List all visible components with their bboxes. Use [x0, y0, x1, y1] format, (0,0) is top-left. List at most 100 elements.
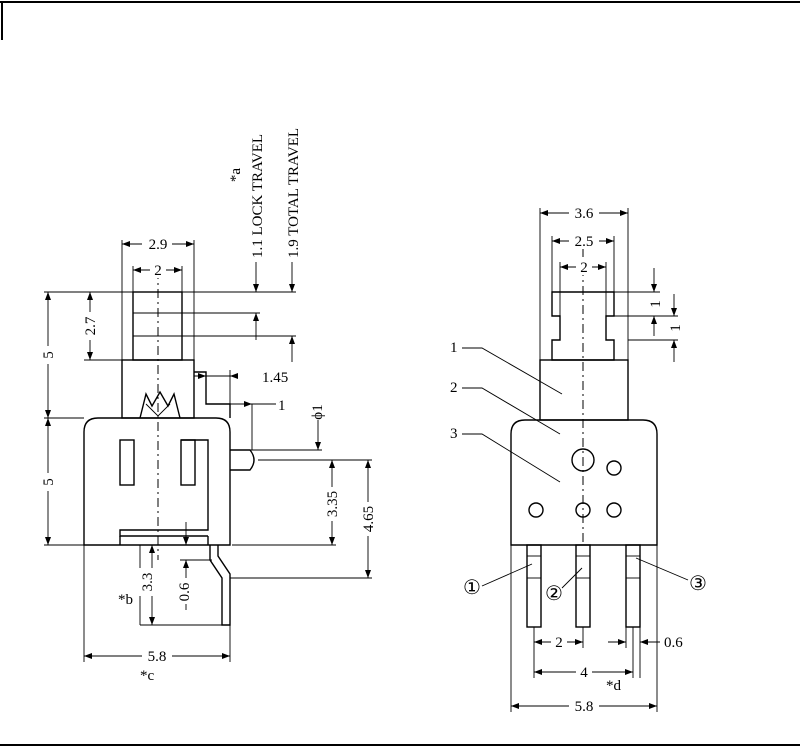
dim-text-bg	[551, 634, 567, 650]
leader-pin-1	[481, 563, 533, 587]
arrow	[651, 284, 657, 292]
arrow	[606, 238, 614, 244]
dim-text-bg	[360, 502, 376, 536]
dim-text-3-35: 3.35	[325, 491, 341, 517]
dim-text-1-45: 1.45	[262, 370, 288, 386]
right-hole-right-top	[606, 460, 622, 476]
note-a-mark: *a	[228, 168, 244, 183]
arrow	[198, 373, 206, 379]
right-pin-1	[526, 544, 542, 628]
leader-pin-2	[561, 567, 583, 589]
dim-text-2: 2	[154, 263, 162, 279]
arrow	[45, 418, 51, 426]
arrow	[183, 560, 189, 568]
right-hole-right	[606, 502, 622, 518]
dim-text-1a: 1	[648, 300, 664, 308]
dim-text-bg	[576, 259, 592, 275]
note-c-mark: *c	[140, 668, 155, 684]
arrow	[365, 570, 371, 578]
left-view: 2.9 2 2.7 5 5	[40, 128, 377, 684]
dim-text-5-top: 5	[41, 351, 57, 359]
arrow	[540, 210, 548, 216]
right-upper-housing	[539, 359, 629, 421]
right-pin-2	[575, 544, 591, 628]
dim-text-bg	[150, 262, 166, 278]
part-label-1: 1	[450, 340, 458, 356]
note-b-mark: *b	[118, 592, 133, 608]
dim-text-5-8-left: 5.8	[148, 649, 167, 665]
arrow	[174, 267, 182, 273]
dim-text-bg	[82, 312, 98, 340]
dim-text-4-65: 4.65	[361, 506, 377, 532]
left-main-body	[83, 417, 231, 546]
arrow	[560, 264, 568, 270]
arrow	[122, 241, 130, 247]
arrow	[329, 460, 335, 468]
arrow	[671, 340, 677, 348]
dim-text-pin-0-6: 0.6	[664, 635, 683, 651]
dim-text-0-6: 0.6	[177, 582, 193, 601]
arrow	[640, 639, 648, 645]
pin-label-1: ①	[463, 577, 481, 599]
left-bent-terminal	[209, 545, 231, 626]
right-main-body	[510, 419, 658, 546]
arrow	[133, 267, 141, 273]
left-side-pin	[230, 449, 255, 471]
arrow	[87, 352, 93, 360]
arrow	[651, 316, 657, 324]
dim-text-5-bot: 5	[41, 478, 57, 486]
dim-text-bg	[139, 568, 155, 596]
arrow	[253, 284, 259, 292]
dim-text-2-5: 2.5	[575, 234, 594, 250]
pin-label-2: ②	[545, 583, 563, 605]
left-latch-mechanism	[139, 390, 181, 419]
pin-label-3: ③	[689, 573, 707, 595]
dim-text-bg	[40, 473, 56, 491]
dim-text-2-9: 2.9	[149, 237, 168, 253]
dim-text-bg	[324, 487, 340, 521]
arrow	[183, 537, 189, 545]
arrow	[45, 537, 51, 545]
arrow	[289, 284, 295, 292]
left-window-right	[180, 439, 196, 486]
arrow	[671, 308, 677, 316]
dim-text-bg	[576, 664, 592, 680]
leader-part-2	[462, 387, 561, 435]
arrow	[87, 292, 93, 300]
leader-pin-3	[635, 557, 689, 581]
arrow	[149, 545, 155, 553]
arrow	[598, 264, 606, 270]
arrow	[534, 669, 542, 675]
dim-text-pitch-4: 4	[580, 665, 588, 681]
arrow	[649, 703, 657, 709]
dim-text-bg	[40, 346, 56, 364]
dim-text-bg	[569, 698, 599, 714]
arrow	[575, 639, 583, 645]
arrow	[618, 639, 626, 645]
note-total-travel: 1.9 TOTAL TRAVEL	[286, 128, 302, 258]
dim-text-1: 1	[278, 398, 286, 414]
part-label-2: 2	[450, 380, 458, 396]
arrow	[625, 669, 633, 675]
arrow	[84, 653, 92, 659]
part-label-3: 3	[450, 426, 458, 442]
right-view: 3.6 2.5 2 1 1 1 2 3	[450, 205, 707, 715]
arrow	[186, 241, 194, 247]
dim-text-3-6: 3.6	[575, 206, 594, 222]
leader-part-3	[462, 433, 561, 483]
left-window-left	[119, 439, 135, 486]
arrow	[244, 401, 252, 407]
left-inner-cavity	[119, 439, 209, 537]
arrow	[222, 653, 230, 659]
dim-text-bg	[142, 236, 172, 252]
right-hole-left	[528, 502, 544, 518]
leader-part-1	[462, 347, 563, 395]
note-d-mark: *d	[606, 678, 622, 694]
arrow	[534, 639, 542, 645]
dim-text-bg	[142, 648, 172, 664]
arrow	[149, 617, 155, 625]
dim-text-pitch-2: 2	[555, 635, 563, 651]
left-side-step	[194, 371, 231, 418]
arrow	[329, 537, 335, 545]
